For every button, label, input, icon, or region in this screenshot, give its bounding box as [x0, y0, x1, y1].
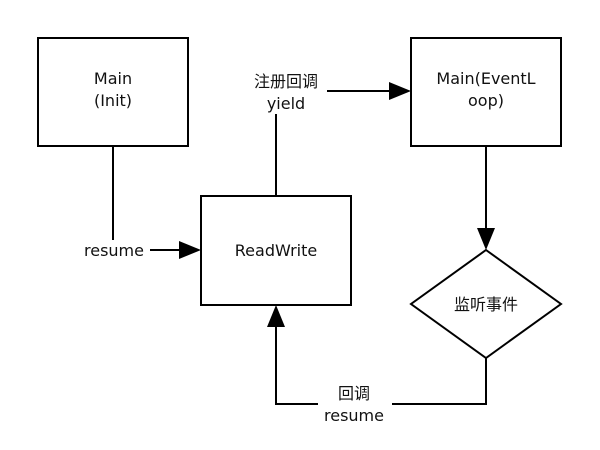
node-listen: 监听事件	[409, 248, 563, 360]
main-eventloop-label-line1: Main(EventL	[436, 69, 535, 88]
main-init-box	[37, 37, 189, 147]
readwrite-label: ReadWrite	[235, 241, 317, 260]
listen-label: 监听事件	[454, 295, 518, 314]
node-main-eventloop: Main(EventL oop)	[410, 37, 562, 147]
main-eventloop-box	[410, 37, 562, 147]
callback-resume-label-line1: 回调	[338, 384, 370, 403]
readwrite-box	[200, 195, 352, 306]
main-eventloop-label-line2: oop)	[468, 91, 504, 110]
register-yield-label-bg	[245, 70, 327, 114]
callback-resume-label-bg	[318, 382, 392, 428]
listen-diamond	[409, 248, 563, 360]
node-readwrite: ReadWrite	[200, 195, 352, 306]
edge-main-init-to-readwrite	[112, 146, 180, 251]
callback-resume-label-line2: resume	[324, 406, 384, 425]
arrowhead-readwrite-left	[179, 241, 201, 259]
resume-in-label: resume	[84, 241, 144, 260]
resume-in-label-bg	[78, 240, 150, 262]
main-init-label-line2: (Init)	[94, 91, 132, 110]
arrowhead-listen-top	[477, 228, 495, 250]
arrowhead-eventloop-left	[389, 82, 411, 100]
arrowhead-readwrite-bottom	[267, 305, 285, 327]
main-init-label-line1: Main	[94, 69, 132, 88]
register-yield-label-line2: yield	[267, 94, 305, 113]
node-main-init: Main (Init)	[37, 37, 189, 147]
register-yield-label-line1: 注册回调	[254, 72, 318, 91]
edge-labels: resume 注册回调 yield 回调 resume	[78, 70, 392, 428]
